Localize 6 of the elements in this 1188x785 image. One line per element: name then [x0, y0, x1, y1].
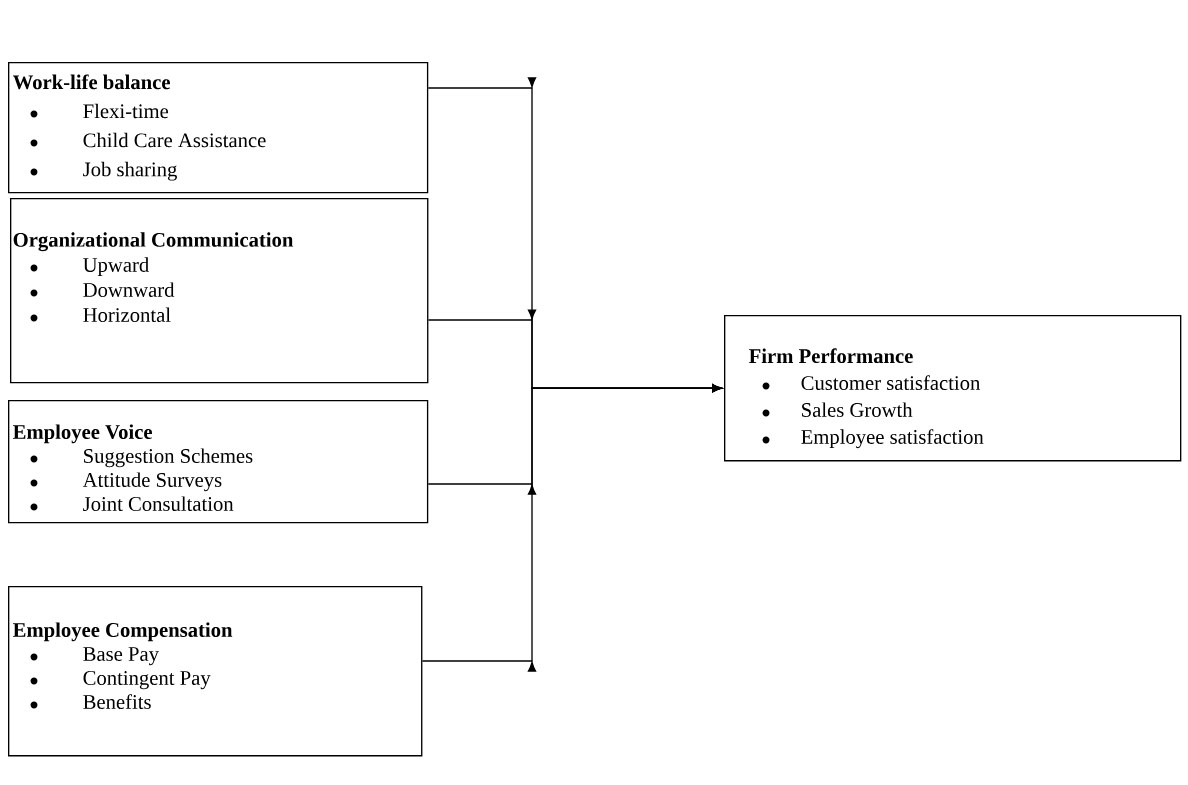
- arrow: [421, 384, 722, 672]
- concept-box: Employee Compensation Base Pay Contingent Pay Benefits: [8, 586, 423, 757]
- concept-box: Organizational Communication Upward Downward Horizontal: [10, 198, 429, 384]
- concept-box: Work-life balance Flexi-time Child Care Assistance Job sharing: [8, 62, 429, 194]
- concept-box: Employee Voice Suggestion Schemes Attitude Surveys Joint Consultation: [8, 400, 429, 524]
- concept-box: Firm Performance Customer satisfaction Sales Growth Employee satisfaction: [724, 315, 1182, 462]
